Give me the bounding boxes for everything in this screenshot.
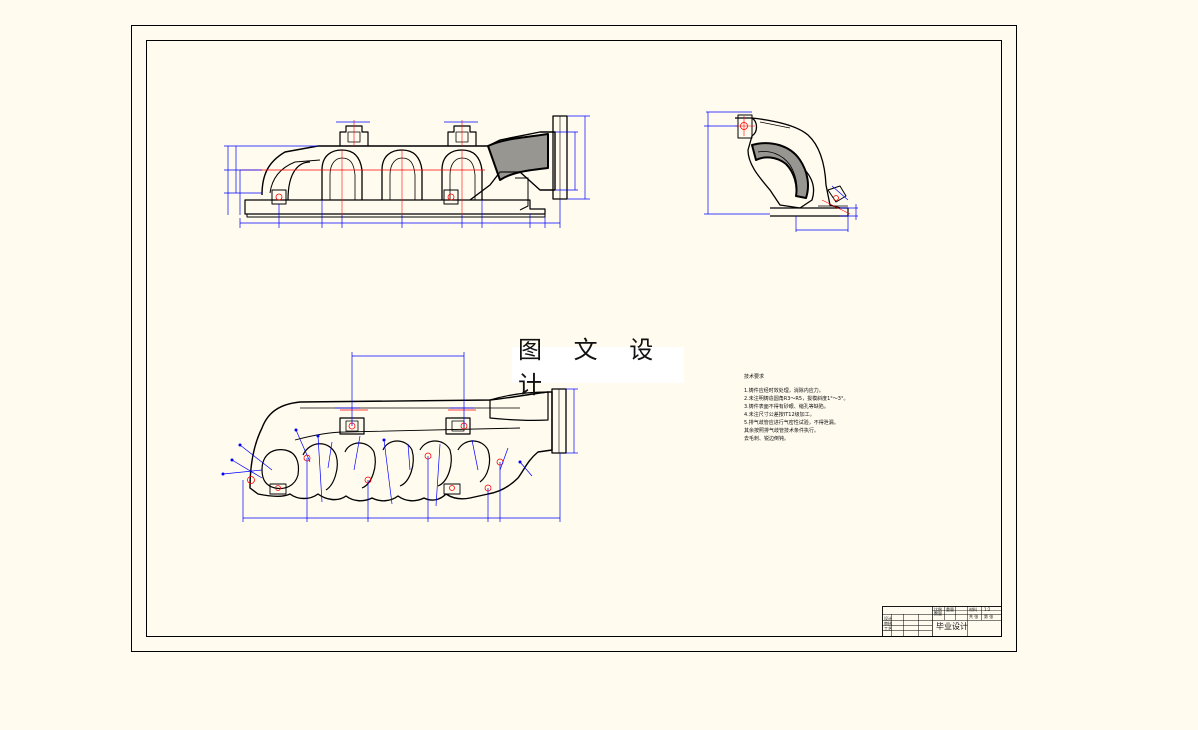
technical-requirements: 技术要求 1.铸件应经时效处理，消除内应力。 2.未注明铸造圆角R3～R5，拔模…	[744, 373, 849, 443]
title-block-field: 设计	[884, 616, 892, 621]
title-block-field: 重量	[946, 607, 954, 612]
drawing-title: 毕业设计	[936, 622, 968, 631]
side-view	[704, 111, 858, 232]
title-block-field: 1:2	[984, 607, 991, 612]
title-block-field: 比例	[934, 607, 942, 612]
title-block-field: 工艺	[884, 626, 892, 631]
note-line: 4.未注尺寸公差按IT12级加工。	[744, 412, 815, 418]
note-line: 去毛刺、锐边倒钝。	[744, 436, 790, 442]
title-block-field: 材料	[969, 607, 977, 612]
title-block-field: 审核	[884, 621, 892, 626]
note-line: 5.排气歧管应进行气密性试验，不得泄漏。	[744, 420, 839, 426]
note-line: 3.铸件表面不得有砂眼、缩孔等缺陷。	[744, 404, 829, 410]
title-block-field: 第 张	[984, 614, 994, 619]
front-view	[224, 115, 590, 228]
inner-drawing-frame	[146, 40, 1002, 637]
note-line: 1.铸件应经时效处理，消除内应力。	[744, 388, 824, 394]
note-line: 2.未注明铸造圆角R3～R5，拔模斜度1°～3°。	[744, 396, 849, 402]
outer-sheet-border	[131, 25, 1017, 652]
notes-title: 技术要求	[744, 374, 765, 380]
title-block-field: 数量	[934, 611, 942, 616]
note-line: 其余按照排气歧管技术条件执行。	[744, 428, 820, 434]
title-block	[882, 606, 1002, 637]
title-block-field: 共 张	[969, 614, 979, 619]
top-view	[221, 352, 578, 522]
watermark-label: 图 文 设 计	[512, 336, 684, 399]
